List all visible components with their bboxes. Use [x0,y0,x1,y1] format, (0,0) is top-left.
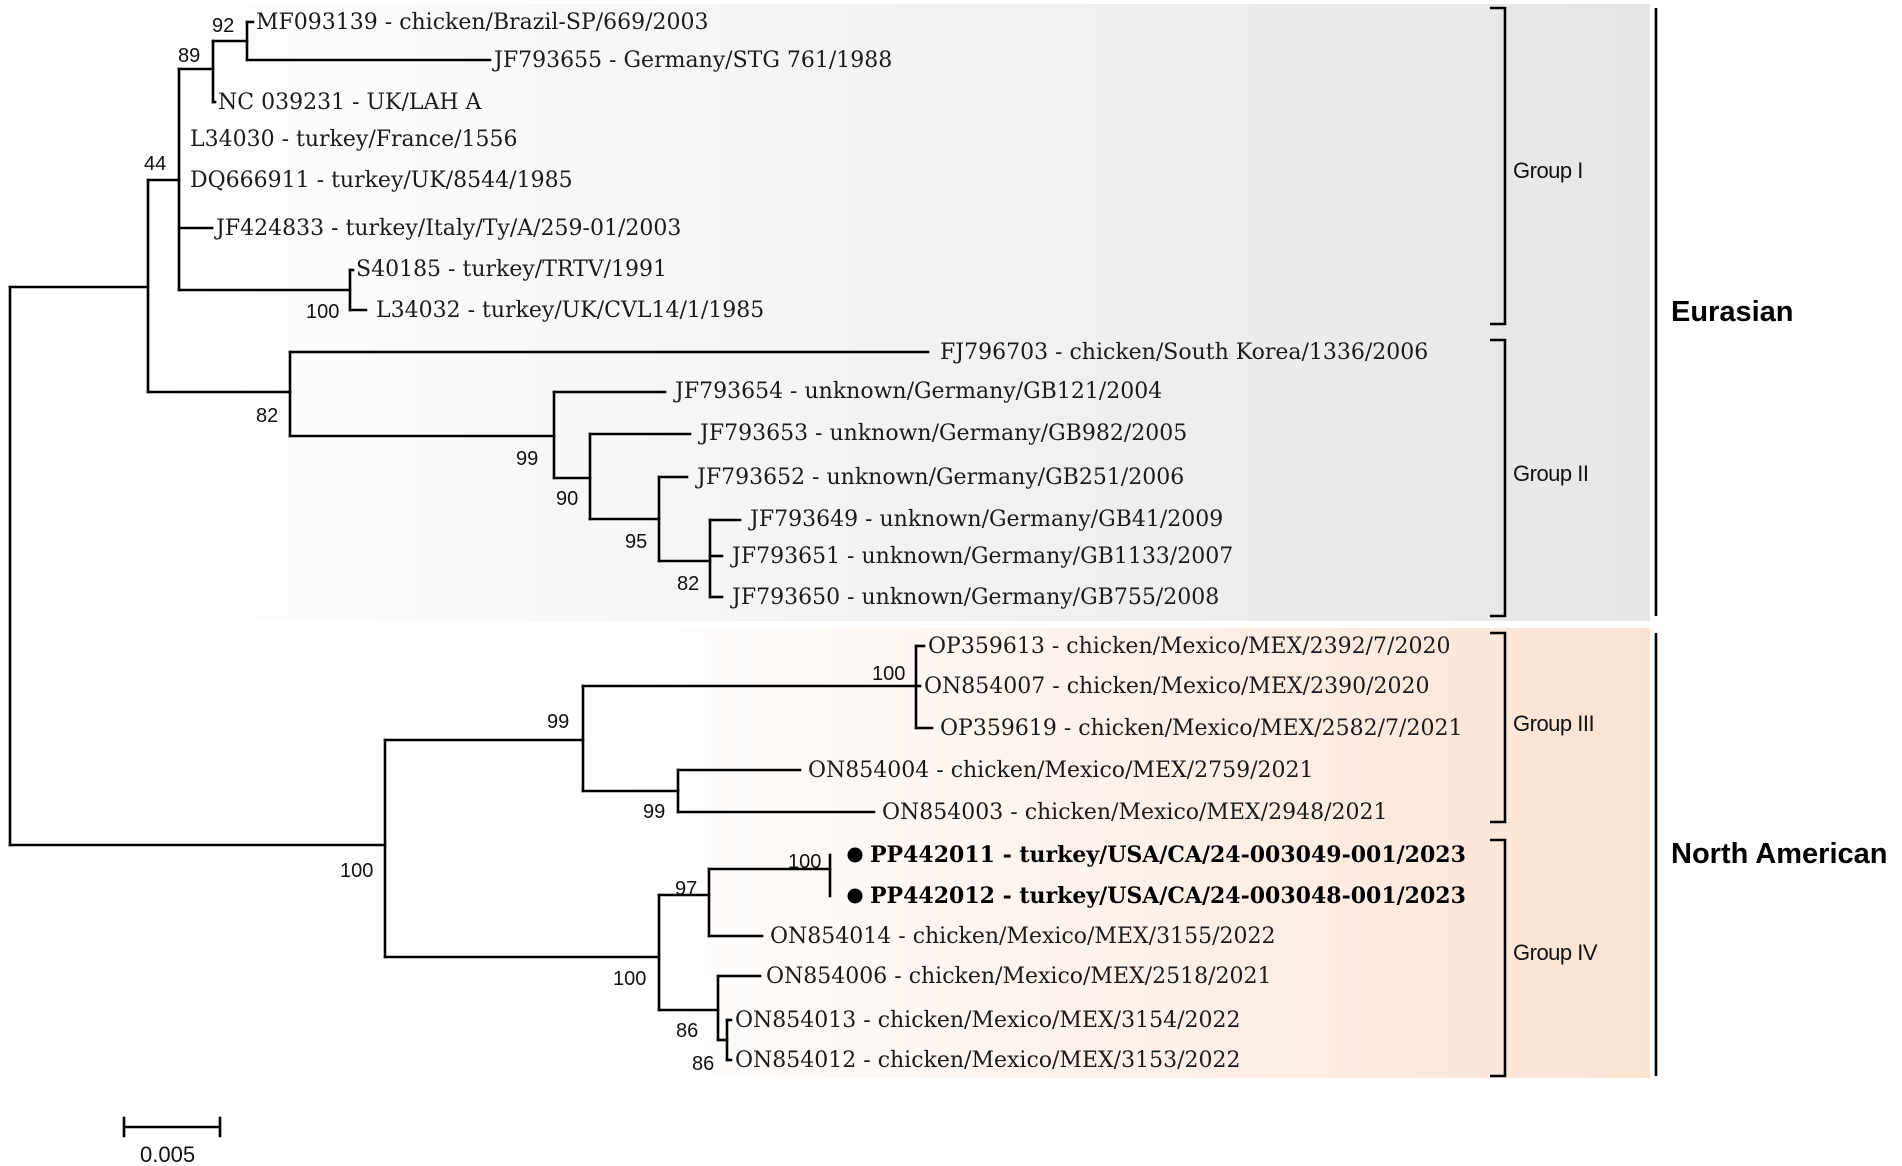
leaf-label: JF793651 - unknown/Germany/GB1133/2007 [730,544,1233,569]
bootstrap-value: 82 [256,405,278,427]
leaf-label-new-isolate: PP442012 - turkey/USA/CA/24-003048-001/2… [870,883,1466,909]
bracket-group-iii [1490,631,1507,824]
leaf-label-new-isolate: PP442011 - turkey/USA/CA/24-003049-001/2… [870,842,1466,868]
bracket-group-iv [1490,838,1507,1078]
leaf-label: ON854004 - chicken/Mexico/MEX/2759/2021 [808,758,1313,783]
leaf-label: JF793653 - unknown/Germany/GB982/2005 [698,421,1187,446]
bootstrap-value: 89 [178,45,200,67]
lineage-label-north-american: North American [1671,838,1887,870]
leaf-label: MF093139 - chicken/Brazil-SP/669/2003 [256,10,709,35]
bootstrap-value: 99 [547,711,569,733]
leaf-label: L34030 - turkey/France/1556 [190,127,518,152]
leaf-label: S40185 - turkey/TRTV/1991 [356,257,667,282]
leaf-label: ON854012 - chicken/Mexico/MEX/3153/2022 [735,1048,1240,1073]
bootstrap-value: 100 [872,663,905,685]
lineage-label-eurasian: Eurasian [1671,296,1794,328]
leaf-label: FJ796703 - chicken/South Korea/1336/2006 [940,340,1428,365]
leaf-label: NC 039231 - UK/LAH A [218,90,483,115]
leaf-labels: MF093139 - chicken/Brazil-SP/669/2003 JF… [190,10,1466,1073]
group-label-ii: Group II [1513,461,1588,486]
leaf-label: ON854006 - chicken/Mexico/MEX/2518/2021 [766,964,1271,989]
bootstrap-value: 100 [306,301,339,323]
leaf-label: OP359613 - chicken/Mexico/MEX/2392/7/202… [928,634,1450,659]
group-brackets [1490,6,1507,1078]
scale-bar-label: 0.005 [140,1142,195,1166]
leaf-label: ON854014 - chicken/Mexico/MEX/3155/2022 [770,924,1275,949]
bootstrap-value: 99 [516,448,538,470]
bracket-group-i [1490,6,1507,326]
group-label-iv: Group IV [1513,940,1598,965]
north-american-background [620,628,1650,1078]
branches [8,20,934,1062]
bootstrap-value: 44 [144,153,166,175]
leaf-label: OP359619 - chicken/Mexico/MEX/2582/7/202… [940,716,1462,741]
bracket-group-ii [1490,338,1507,618]
leaf-label: DQ666911 - turkey/UK/8544/1985 [190,168,573,193]
new-isolate-marker-2 [847,888,863,904]
bootstrap-value: 92 [212,15,234,37]
scale-bar-line [122,1116,222,1138]
bootstrap-value: 95 [625,531,647,553]
bootstrap-value: 90 [556,488,578,510]
group-label-iii: Group III [1513,711,1594,736]
bootstrap-value: 86 [676,1020,698,1042]
leaf-label: L34032 - turkey/UK/CVL14/1/1985 [376,298,764,323]
bootstrap-values: 92 89 44 100 82 99 90 95 82 100 99 99 10… [144,15,905,1075]
bootstrap-value: 100 [788,851,821,873]
leaf-label: ON854007 - chicken/Mexico/MEX/2390/2020 [924,674,1429,699]
leaf-label: JF793655 - Germany/STG 761/1988 [492,48,892,73]
bootstrap-value: 100 [613,968,646,990]
leaf-label: JF793649 - unknown/Germany/GB41/2009 [748,507,1223,532]
group-label-i: Group I [1513,158,1583,183]
bootstrap-value: 97 [675,878,697,900]
bootstrap-value: 82 [677,573,699,595]
leaf-label: ON854013 - chicken/Mexico/MEX/3154/2022 [735,1008,1240,1033]
leaf-label: JF793652 - unknown/Germany/GB251/2006 [695,465,1184,490]
new-isolate-marker-1 [847,847,863,863]
leaf-label: JF793654 - unknown/Germany/GB121/2004 [673,379,1162,404]
leaf-label: JF424833 - turkey/Italy/Ty/A/259-01/2003 [214,216,681,241]
scale-bar: 0.005 [122,1116,222,1166]
bootstrap-value: 100 [340,860,373,882]
leaf-label: JF793650 - unknown/Germany/GB755/2008 [730,585,1219,610]
bootstrap-value: 99 [643,801,665,823]
bootstrap-value: 86 [692,1053,714,1075]
eurasian-background [150,4,1650,621]
leaf-label: ON854003 - chicken/Mexico/MEX/2948/2021 [882,800,1387,825]
